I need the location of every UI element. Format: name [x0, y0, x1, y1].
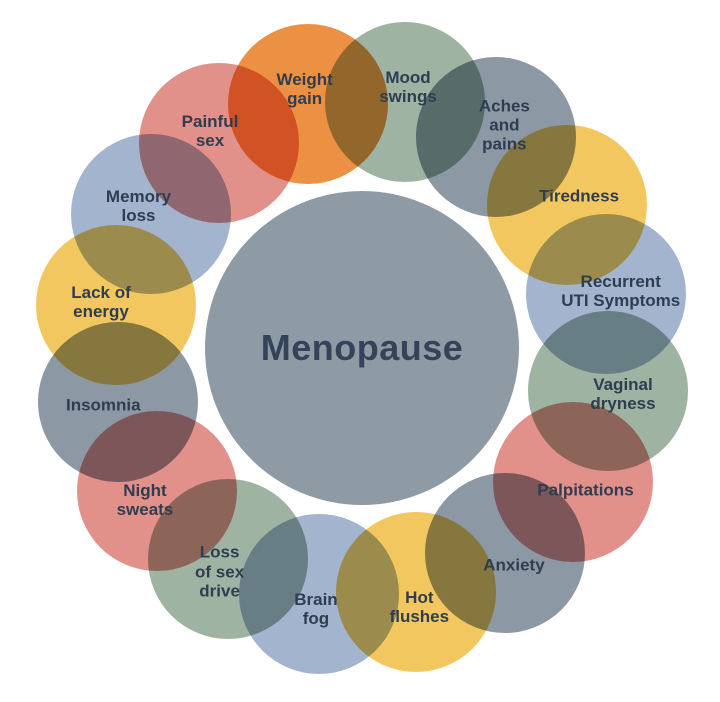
symptom-circle-weight-gain: [227, 23, 388, 184]
center-circle: [205, 191, 519, 505]
